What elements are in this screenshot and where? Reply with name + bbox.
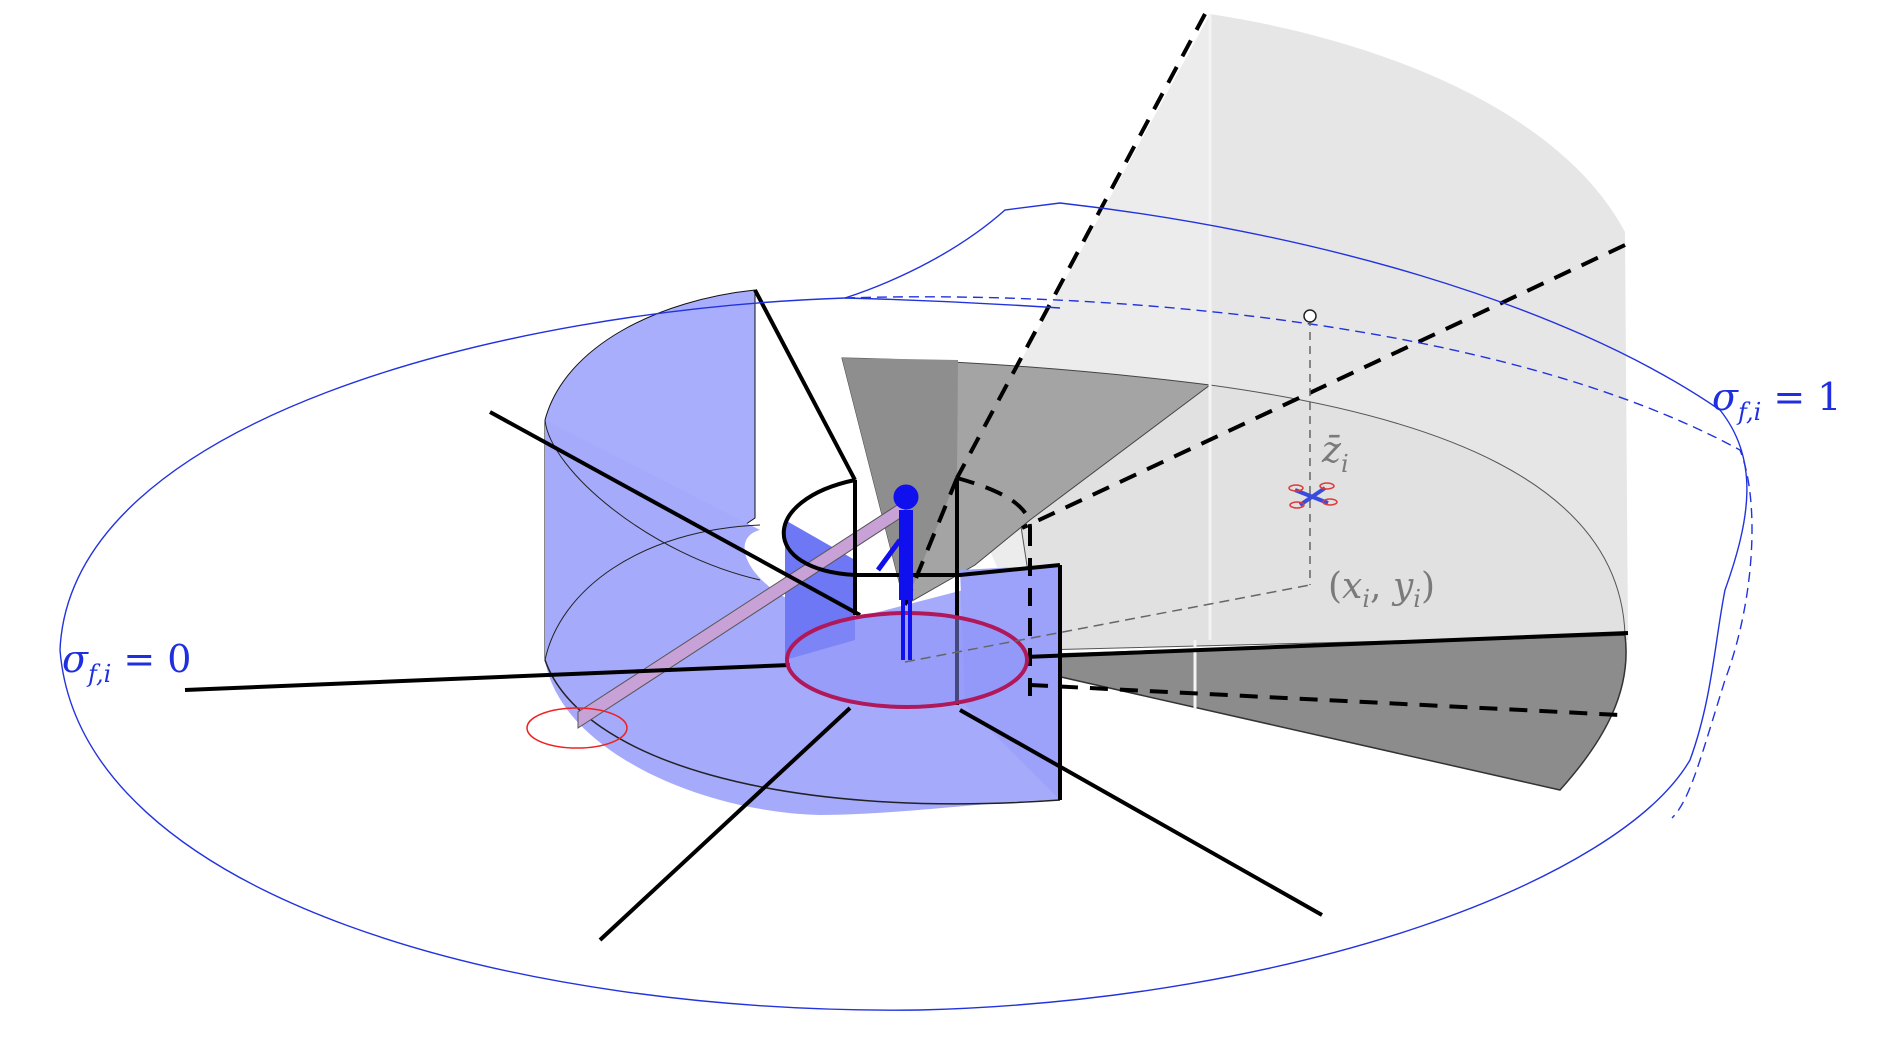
inner-cylinder [544, 289, 1061, 815]
ground-marker-ellipse [526, 707, 628, 749]
cone-dashed-edges [903, 13, 1626, 717]
wall-edge-top-left [753, 289, 857, 481]
target-marker [1303, 309, 1317, 585]
person-arm [875, 538, 903, 572]
drone-rotor-2 [1319, 482, 1335, 490]
sigma-boundary-back-dashed [844, 296, 1753, 819]
sigma-boundary [59, 202, 1753, 1011]
person-head [893, 484, 919, 510]
dashed-edge-lower [1029, 683, 1621, 717]
wall-front-arc [855, 563, 1061, 577]
standing-person-icon [875, 484, 919, 660]
cylinder-bottom-front-rim [544, 659, 1061, 805]
drone-rotor-4 [1322, 498, 1338, 506]
drone-arm-2 [1298, 486, 1327, 507]
sigma-one-label: σf,i = 1 [1712, 375, 1841, 426]
safety-ring [785, 611, 1029, 709]
dashed-arc-inner [956, 476, 1032, 529]
quadrotor-drone-icon [1288, 482, 1338, 509]
ray-left [184, 663, 791, 692]
drone-rotor-3 [1289, 501, 1305, 509]
dashed-edge-right [1021, 243, 1626, 530]
person-to-target-line [904, 584, 1311, 663]
ray-lower-left [598, 706, 852, 942]
sigma-zero-label: σf,i = 0 [62, 637, 191, 688]
cylinder-wall-edges [753, 289, 1062, 800]
cylinder-bottom-rim [544, 524, 761, 661]
ray-right [1024, 631, 1629, 659]
sigma-boundary-outer [59, 202, 1748, 1011]
cone-region [841, 14, 1628, 791]
zbar-label: z̄i [1321, 430, 1349, 478]
sensor-rays [184, 410, 1629, 942]
position-label: (xi, yi) [1328, 566, 1435, 613]
open-circle-icon [1303, 309, 1317, 323]
ray-upper-left [489, 410, 861, 617]
cylinder-top-rim [544, 419, 761, 581]
drone-rotor-1 [1288, 484, 1304, 492]
wall-inner-arc [781, 478, 856, 577]
ray-lower-right [959, 708, 1323, 917]
cone-dark-lower-sector [1027, 634, 1627, 791]
dashed-apex [903, 477, 959, 606]
sigma-boundary-rear [844, 297, 1061, 309]
cone-top-fan [1019, 384, 1626, 651]
